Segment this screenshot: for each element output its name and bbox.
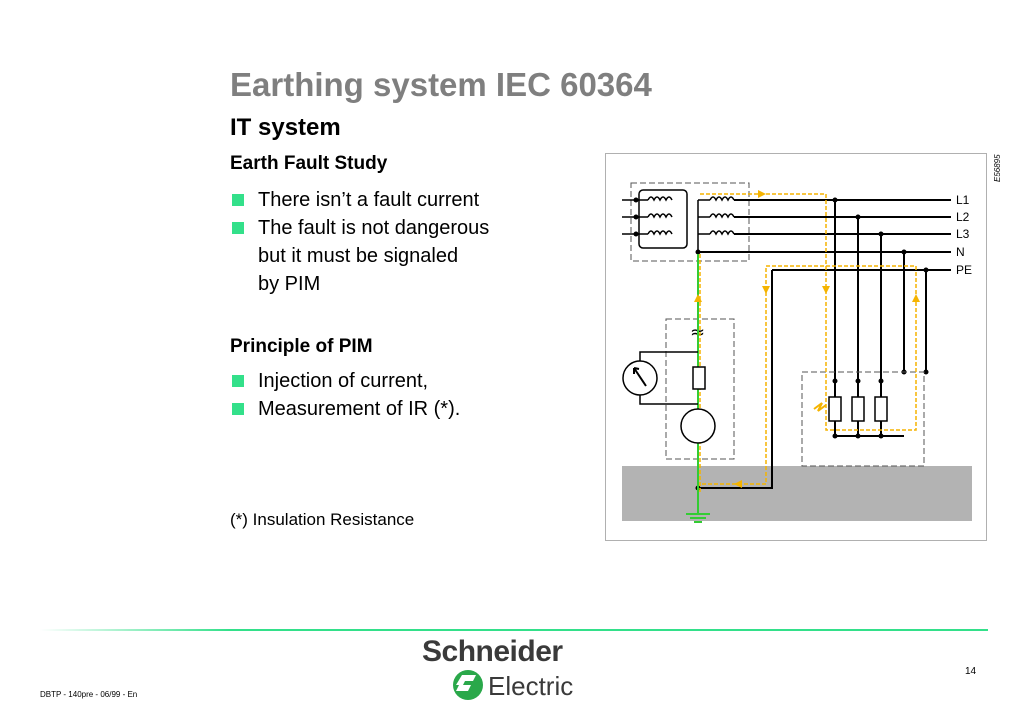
- it-system-diagram: L1 L2 L3 N PE: [605, 153, 987, 541]
- primary-coils: [647, 196, 673, 236]
- distribution-lines: [698, 199, 951, 271]
- earth-fault-study-list: There isn’t a fault current The fault is…: [230, 186, 489, 298]
- schneider-electric-logo: Schneider Electric: [420, 633, 590, 703]
- pim-enclosure: [665, 318, 735, 460]
- list-item: Injection of current,: [230, 367, 460, 395]
- label-n: N: [956, 245, 965, 259]
- fault-current-path: [700, 193, 917, 485]
- label-l2: L2: [956, 210, 970, 224]
- principle-of-pim-heading: Principle of PIM: [230, 336, 373, 357]
- ammeter-bottom-wire: [639, 395, 698, 405]
- list-item: There isn’t a fault current: [230, 186, 489, 214]
- circuit-diagram-svg: L1 L2 L3 N PE: [622, 182, 972, 523]
- star-connections: [698, 199, 710, 235]
- bullet-square-icon: [232, 222, 244, 234]
- ground-area: [622, 466, 972, 521]
- primary-winding-frame: [638, 189, 688, 249]
- earth-fault-study-heading: Earth Fault Study: [230, 153, 388, 174]
- bullet-square-icon: [232, 403, 244, 415]
- label-pe: PE: [956, 263, 972, 277]
- primary-nodes: [633, 197, 639, 237]
- flow-arrows: [694, 190, 920, 488]
- bullet-square-icon: [232, 194, 244, 206]
- list-item: Measurement of IR (*).: [230, 395, 460, 423]
- bullet-text: There isn’t a fault current: [258, 189, 480, 211]
- bullet-text: The fault is not dangerous but it must b…: [258, 217, 490, 295]
- pim-generator-icon: [680, 408, 716, 444]
- document-reference: DBTP - 140pre - 06/99 - En: [40, 690, 138, 699]
- label-l3: L3: [956, 227, 970, 241]
- ammeter-needle: [633, 367, 647, 387]
- pim-resistor: [692, 366, 706, 390]
- label-l1: L1: [956, 193, 970, 207]
- footer-divider: [40, 629, 988, 631]
- logo-wordmark-line2: Electric: [488, 671, 574, 701]
- diagram-reference-code: E56895: [993, 154, 1002, 182]
- bullet-square-icon: [232, 375, 244, 387]
- slide-title: Earthing system IEC 60364: [230, 66, 652, 103]
- secondary-coils: [709, 196, 735, 236]
- slide-subtitle: IT system: [230, 114, 341, 141]
- junction-dots: [695, 197, 929, 439]
- fault-lightning-icon: [813, 402, 827, 412]
- page-number: 14: [965, 666, 977, 677]
- ammeter-top-wire: [639, 351, 698, 361]
- earth-ground-icon: [686, 513, 710, 523]
- bullet-text: Measurement of IR (*).: [258, 398, 461, 420]
- logo-wordmark-line1: Schneider: [422, 635, 563, 668]
- logo-symbol-icon: [453, 670, 483, 700]
- load-resistors: [828, 396, 888, 422]
- transformer-enclosure: [630, 182, 750, 262]
- pe-earth-line: [698, 270, 773, 489]
- list-item: The fault is not dangerous but it must b…: [230, 214, 489, 298]
- footnote: (*) Insulation Resistance: [230, 510, 415, 529]
- principle-of-pim-list: Injection of current, Measurement of IR …: [230, 367, 460, 423]
- bullet-text: Injection of current,: [258, 370, 429, 392]
